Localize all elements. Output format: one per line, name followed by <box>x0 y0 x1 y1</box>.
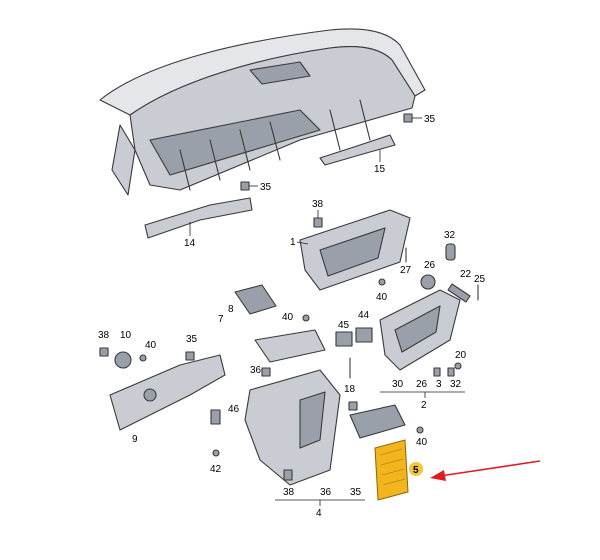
callout-32-b: 32 <box>450 379 462 390</box>
callout-35-a: 35 <box>424 114 436 125</box>
screw-20 <box>454 362 462 370</box>
callout-15: 15 <box>374 164 386 175</box>
callout-46: 46 <box>228 404 240 415</box>
switch-44 <box>355 327 373 343</box>
callout-30: 30 <box>392 379 404 390</box>
callout-22: 22 <box>460 269 472 280</box>
bracket-15 <box>319 134 396 166</box>
clip-38-c <box>348 401 358 411</box>
clip-46 <box>210 409 221 425</box>
callout-38-b: 38 <box>98 330 110 341</box>
callout-8: 8 <box>228 304 234 315</box>
callout-26-b: 26 <box>416 379 428 390</box>
tray <box>349 404 406 439</box>
callout-36-b: 36 <box>320 487 332 498</box>
grille-8 <box>234 284 277 315</box>
buffer-3 <box>433 367 441 377</box>
callout-38-c: 38 <box>283 487 295 498</box>
center-cover-4 <box>244 369 341 486</box>
callout-10: 10 <box>120 330 132 341</box>
callout-7: 7 <box>218 314 224 325</box>
callout-4: 4 <box>316 508 322 519</box>
callout-40-c: 40 <box>145 340 157 351</box>
switch-45 <box>335 331 353 347</box>
bracket-14 <box>144 197 253 239</box>
callout-42: 42 <box>210 464 222 475</box>
clip-35-a <box>403 113 413 123</box>
screw-42 <box>212 449 220 457</box>
trim-panel-9 <box>109 354 226 431</box>
callout-40-d: 40 <box>416 437 428 448</box>
clip-38-bottom <box>283 469 293 481</box>
callout-5: 5 <box>413 465 419 476</box>
callout-44: 44 <box>358 310 370 321</box>
callout-3: 3 <box>436 379 442 390</box>
dashboard-panel <box>99 28 426 196</box>
center-trim <box>254 329 326 363</box>
callout-26-a: 26 <box>424 260 436 271</box>
screw-40-c <box>139 354 147 362</box>
clip-32-b <box>447 367 455 377</box>
red-arrow <box>430 460 541 481</box>
cylinder-32 <box>445 243 456 261</box>
callout-45: 45 <box>338 320 350 331</box>
callout-27: 27 <box>400 265 412 276</box>
clip-35-c <box>185 351 195 361</box>
callout-35-c: 35 <box>186 334 198 345</box>
callout-5-badge <box>409 462 423 476</box>
callout-20: 20 <box>455 350 467 361</box>
callout-32-a: 32 <box>444 230 456 241</box>
callout-35-d: 35 <box>350 487 362 498</box>
handle-22 <box>447 283 471 303</box>
callout-18: 18 <box>344 384 356 395</box>
callout-2: 2 <box>421 400 427 411</box>
glovebox-lid <box>379 289 461 371</box>
ring-10 <box>114 351 132 369</box>
callout-25: 25 <box>474 274 486 285</box>
lock-26 <box>420 274 436 290</box>
callout-1: 1 <box>290 237 296 248</box>
screw-40-a <box>378 278 386 286</box>
highlighted-part-5 <box>374 439 409 501</box>
callout-36-a: 36 <box>250 365 262 376</box>
glovebox-housing <box>299 209 411 291</box>
clip-36 <box>261 367 271 377</box>
screw-40-d <box>416 426 424 434</box>
callout-9: 9 <box>132 434 138 445</box>
callout-35-b: 35 <box>260 182 272 193</box>
screw-40-b <box>302 314 310 322</box>
callout-14: 14 <box>184 238 196 249</box>
clip-38-a <box>313 217 323 228</box>
clip-35-b <box>240 181 250 191</box>
callout-40-a: 40 <box>376 292 388 303</box>
callout-40-b: 40 <box>282 312 294 323</box>
callout-38-a: 38 <box>312 199 324 210</box>
clip-38-b <box>99 347 109 357</box>
